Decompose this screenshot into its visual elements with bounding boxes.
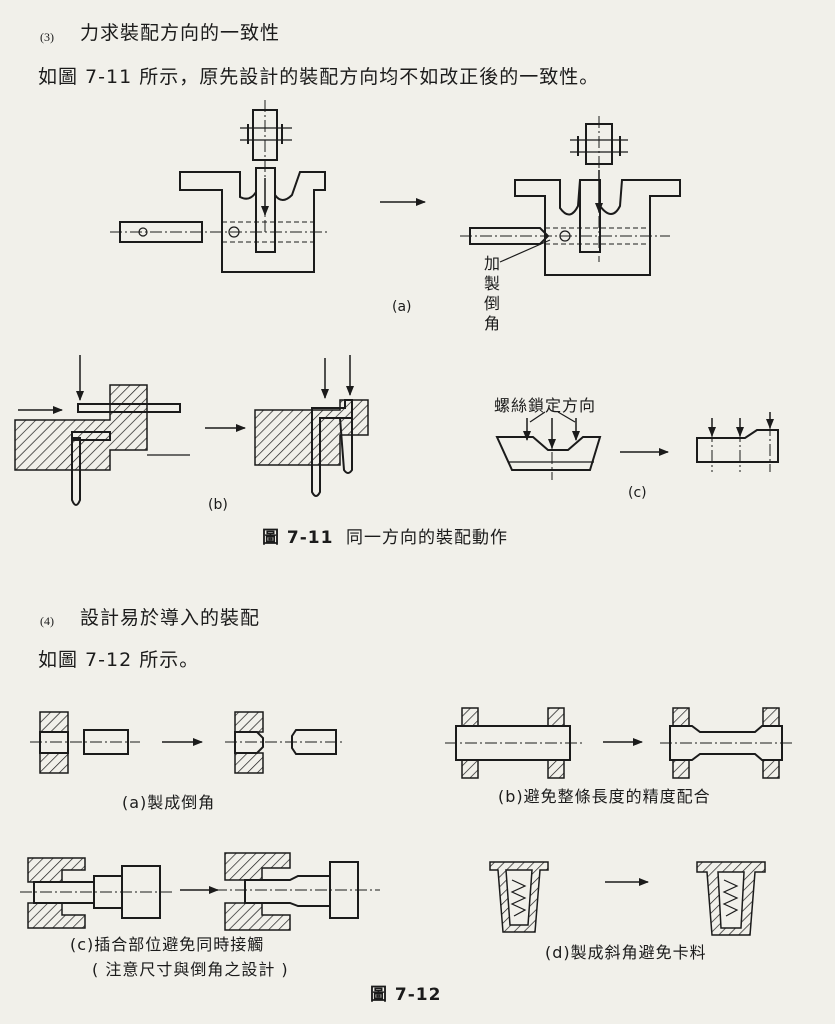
section4-title: 設計易於導入的裝配 (80, 607, 261, 629)
fig711a-original-drawing (110, 100, 330, 273)
fig711-caption-number: 圖 7-11 (262, 528, 334, 548)
fig712-label-a: (a)製成倒角 (122, 793, 216, 812)
section3-number: (3) (40, 30, 54, 44)
chamfer-note-char-4: 角 (484, 314, 501, 333)
section4-body: 如圖 7-12 所示。 (38, 649, 200, 671)
fig712-caption: 圖 7-12 (370, 985, 442, 1005)
fig711a-improved-drawing (460, 116, 681, 276)
fig712a-drawing (30, 711, 345, 774)
fig711c-improved-drawing (696, 412, 779, 472)
chamfer-note-char-2: 製 (484, 274, 501, 293)
fig712-label-c-note: ( 注意尺寸與倒角之設計 ) (92, 960, 289, 979)
fig711c-original-drawing (495, 411, 602, 480)
fig711b-original-drawing (14, 355, 190, 506)
fig712d-drawing (489, 861, 766, 936)
fig711-chamfer-note: 加 製 倒 角 (484, 254, 504, 334)
fig711-caption-text: 同一方向的裝配動作 (346, 528, 508, 548)
fig712-label-b: (b)避免整條長度的精度配合 (498, 787, 711, 806)
fig712b-drawing (445, 707, 795, 779)
fig711-label-b: (b) (208, 497, 228, 513)
section3-body: 如圖 7-11 所示，原先設計的裝配方向均不如改正後的一致性。 (38, 66, 600, 88)
fig712-label-d: (d)製成斜角避免卡料 (545, 943, 707, 962)
fig711-label-a: (a) (392, 299, 412, 315)
fig711-screw-note: 螺絲鎖定方向 (494, 396, 597, 415)
chamfer-note-char-1: 加 (484, 254, 501, 273)
fig711b-improved-drawing (254, 355, 369, 497)
fig712c-drawing (20, 852, 380, 931)
section3-title: 力求裝配方向的一致性 (80, 22, 281, 44)
fig711-label-c: (c) (628, 485, 647, 501)
fig712-label-c: (c)插合部位避免同時接觸 (70, 935, 265, 954)
section4-number: (4) (40, 614, 54, 628)
chamfer-note-char-3: 倒 (484, 294, 501, 313)
